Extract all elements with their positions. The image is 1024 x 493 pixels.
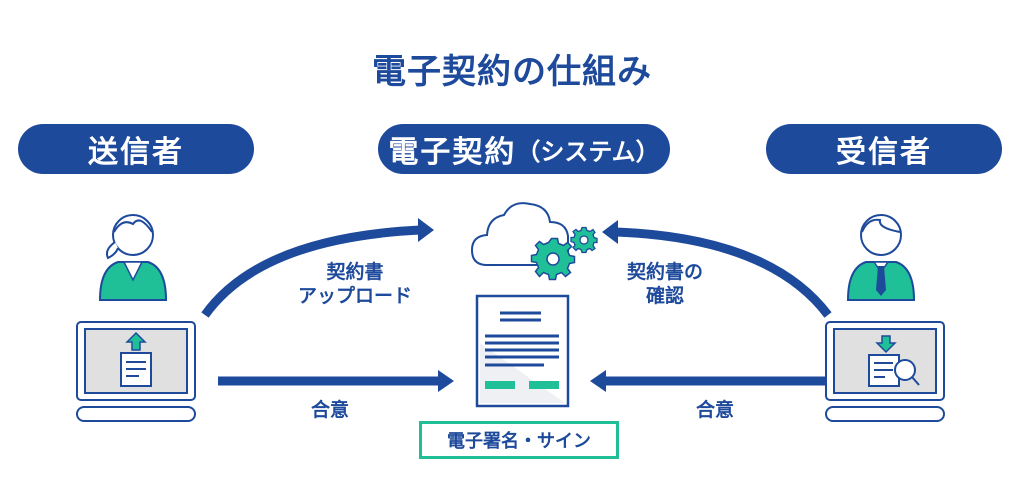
- diagram-title: 電子契約の仕組み: [372, 52, 652, 92]
- agree-left-label: 合意: [310, 399, 349, 421]
- agree-right-label: 合意: [695, 399, 734, 421]
- upload-document-icon: [120, 331, 152, 387]
- sender-header: 送信者: [18, 124, 254, 174]
- sender-label: 送信者: [88, 135, 184, 170]
- upload-label-line1: 契約書: [326, 261, 384, 283]
- signature-box: 電子署名・サイン: [419, 421, 619, 459]
- confirm-label-line1: 契約書の: [626, 261, 703, 283]
- receiver-header: 受信者: [766, 124, 1002, 174]
- system-header: 電子契約（システム）: [378, 124, 670, 174]
- confirm-arrow: [602, 220, 832, 318]
- confirm-label: 契約書の 確認: [610, 260, 720, 308]
- review-document-icon: [868, 335, 920, 387]
- agree-left-arrow: [218, 370, 454, 392]
- signature-label: 電子署名・サイン: [447, 431, 591, 452]
- upload-label: 契約書 アップロード: [280, 260, 430, 308]
- system-label: 電子契約: [388, 135, 517, 170]
- sender-laptop-icon: [76, 321, 196, 422]
- gear-large-icon: [530, 237, 576, 281]
- contract-document-icon: [475, 294, 570, 408]
- sender-person-icon: [98, 214, 168, 301]
- agree-right-arrow: [590, 370, 826, 392]
- upload-label-line2: アップロード: [297, 285, 412, 307]
- system-sub-label: （システム）: [516, 137, 660, 166]
- confirm-label-line2: 確認: [645, 285, 684, 307]
- receiver-laptop-icon: [825, 321, 945, 422]
- upload-arrow: [201, 218, 434, 318]
- receiver-person-icon: [846, 214, 916, 301]
- gear-small-icon: [570, 226, 598, 254]
- receiver-label: 受信者: [836, 135, 932, 170]
